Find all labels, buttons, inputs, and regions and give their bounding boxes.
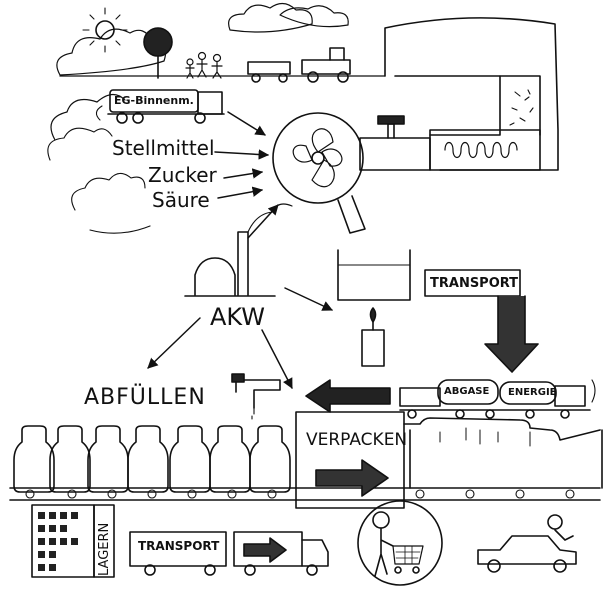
truck-icon [50,89,225,141]
people-icon [185,51,223,79]
tree-icon [143,27,173,79]
transport-top-label: TRANSPORT [430,276,519,291]
train-cars [399,379,596,419]
power-plant [184,203,293,297]
cooking-pot [337,249,411,301]
akw-label: AKW [210,303,266,331]
ingredient-clouds [47,127,151,234]
saeure-label: Säure [152,188,210,212]
verpacken-label: VERPACKEN [306,430,408,450]
car-icon [477,514,577,573]
ingredient-arrows [214,111,279,239]
abgase-label: ABGASE [444,386,490,397]
sun-icon [82,7,128,53]
left-arrow-icon [305,379,391,413]
zucker-label: Zucker [148,163,217,187]
shopping-cart-icon [357,500,443,586]
factory-building [384,17,559,171]
lagern-label: LAGERN [97,522,112,576]
heating-coil [429,129,541,171]
akw-arrows [147,287,333,389]
milk-bottle-row [9,425,601,501]
transport-bottom-label: TRANSPORT [138,539,220,553]
packing-box [295,411,405,509]
energie-label: ENERGIE [508,387,557,398]
truck-sign-label: EG-Binnenm. [114,94,194,107]
tap-valve [359,115,431,171]
top-clouds [56,2,349,76]
candle-icon [361,307,385,367]
conveyor-rollers [25,489,575,499]
warehouse-icon [31,504,115,578]
stellmittel-label: Stellmittel [112,136,215,160]
abfuellen-label: ABFÜLLEN [84,385,206,410]
delivery-truck-icon [129,531,329,576]
fan-icon [272,112,366,234]
packed-containers [403,417,603,489]
tractor-icon [247,47,351,83]
transport-arrow [424,269,539,373]
ingredient-particles [509,89,534,126]
faucet-icon [231,373,281,420]
